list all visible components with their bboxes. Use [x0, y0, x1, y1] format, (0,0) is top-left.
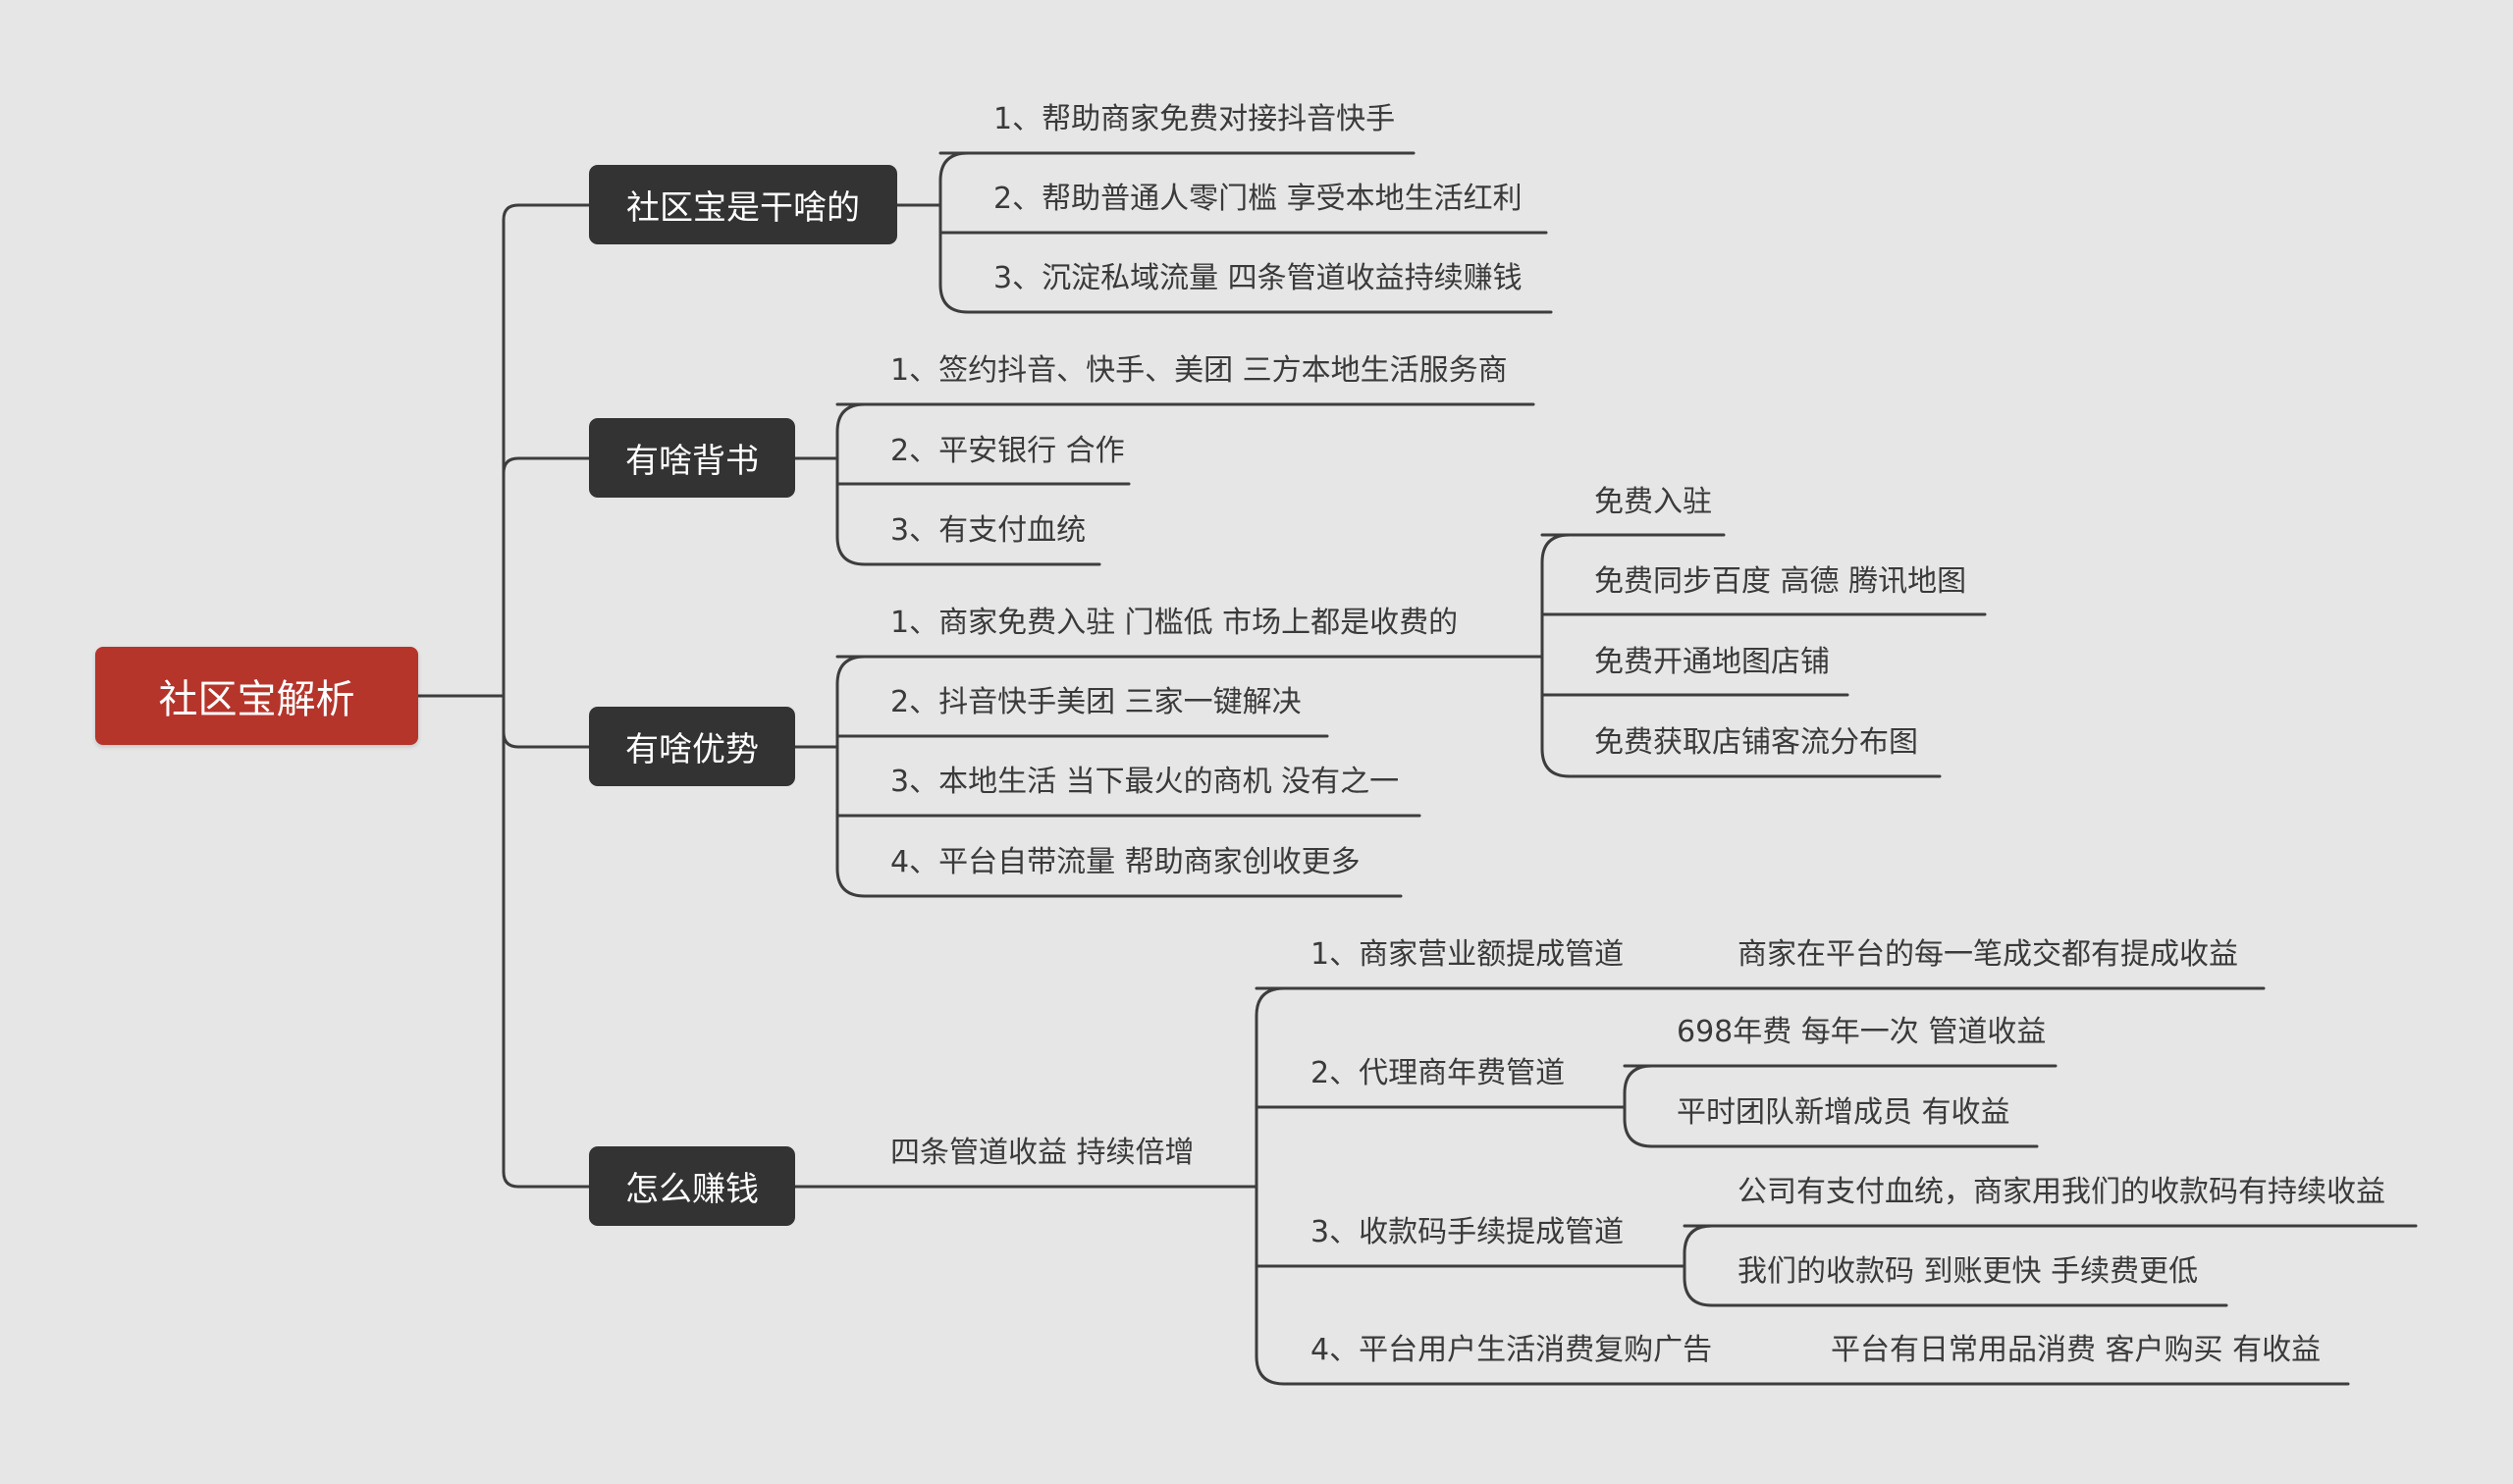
earn-channel-3[interactable]: 3、收款码手续提成管道 [1310, 1215, 1625, 1249]
link-earn3-bracket [1683, 1224, 1714, 1307]
link-trunk-advantages [502, 730, 591, 749]
advantages-item-1[interactable]: 1、商家免费入驻 门槛低 市场上都是收费的 [890, 606, 1459, 640]
earn-channel-3-detail-2[interactable]: 我们的收款码 到账更快 手续费更低 [1738, 1254, 2199, 1289]
earn-channel-1-detail-1[interactable]: 商家在平台的每一笔成交都有提成收益 [1738, 937, 2238, 972]
earn-channel-4-detail-1[interactable]: 平台有日常用品消费 客户购买 有收益 [1831, 1333, 2322, 1367]
what-item-1[interactable]: 1、帮助商家免费对接抖音快手 [993, 102, 1396, 136]
what-item-3[interactable]: 3、沉淀私域流量 四条管道收益持续赚钱 [993, 261, 1523, 295]
advantages-item-4[interactable]: 4、平台自带流量 帮助商家创收更多 [890, 845, 1361, 879]
earn-channel-2-detail-2[interactable]: 平时团队新增成员 有收益 [1677, 1095, 2010, 1130]
link-earn2-bracket [1623, 1064, 1654, 1148]
earn-channel-4[interactable]: 4、平台用户生活消费复购广告 [1310, 1333, 1713, 1367]
branch-backing[interactable]: 有啥背书 [589, 418, 795, 498]
advantages-item-2[interactable]: 2、抖音快手美团 三家一键解决 [890, 685, 1302, 719]
link-advantages-bracket [835, 655, 867, 898]
earn-channel-1[interactable]: 1、商家营业额提成管道 [1310, 937, 1625, 972]
advantages-item-3[interactable]: 3、本地生活 当下最火的商机 没有之一 [890, 765, 1400, 799]
advantages-sub-item-3[interactable]: 免费开通地图店铺 [1594, 645, 1830, 679]
advantages-sub-item-4[interactable]: 免费获取店铺客流分布图 [1594, 725, 1918, 760]
link-trunk [502, 203, 525, 1189]
what-item-2[interactable]: 2、帮助普通人零门槛 享受本地生活红利 [993, 182, 1523, 216]
backing-item-3[interactable]: 3、有支付血统 [890, 513, 1087, 548]
link-earn-bracket [1255, 986, 1286, 1386]
root-node[interactable]: 社区宝解析 [95, 647, 418, 745]
earn-channel-2[interactable]: 2、代理商年费管道 [1310, 1056, 1566, 1090]
branch-advantages[interactable]: 有啥优势 [589, 707, 795, 786]
earn-channel-2-detail-1[interactable]: 698年费 每年一次 管道收益 [1677, 1015, 2047, 1049]
earn-summary[interactable]: 四条管道收益 持续倍增 [890, 1136, 1195, 1170]
advantages-sub-item-1[interactable]: 免费入驻 [1594, 485, 1712, 519]
link-adv-sub-bracket [1540, 533, 1572, 778]
link-trunk-backing [502, 456, 591, 475]
branch-what[interactable]: 社区宝是干啥的 [589, 165, 897, 244]
advantages-sub-item-2[interactable]: 免费同步百度 高德 腾讯地图 [1594, 564, 1967, 599]
backing-item-1[interactable]: 1、签约抖音、快手、美团 三方本地生活服务商 [890, 353, 1508, 388]
branch-earn[interactable]: 怎么赚钱 [589, 1146, 795, 1226]
backing-item-2[interactable]: 2、平安银行 合作 [890, 434, 1125, 468]
earn-channel-3-detail-1[interactable]: 公司有支付血统，商家用我们的收款码有持续收益 [1738, 1175, 2385, 1209]
